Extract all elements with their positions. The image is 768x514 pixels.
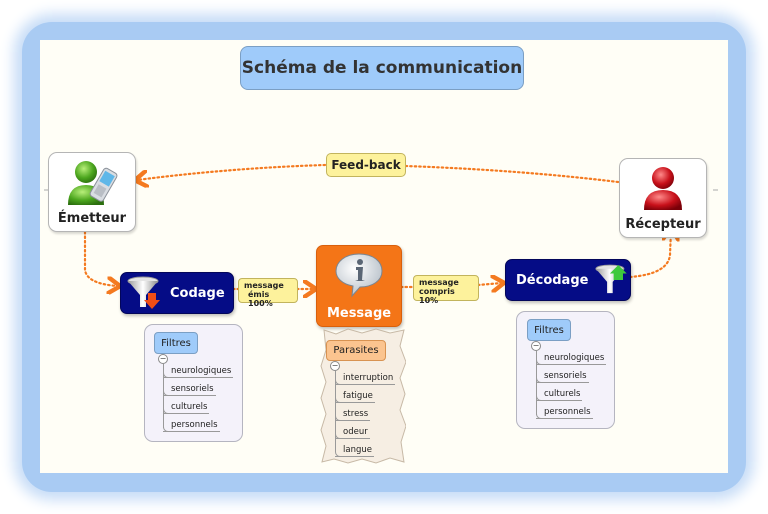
collapse-toggle-filters-left[interactable]: − <box>158 354 168 364</box>
parasites-item: stress <box>335 409 371 421</box>
decoding-node[interactable]: Décodage <box>505 259 631 301</box>
emitter-label: Émetteur <box>57 211 127 226</box>
note-sent-line2: émis 100% <box>248 290 273 308</box>
note-understood-line2: compris 10% <box>419 287 455 305</box>
parasites-item: odeur <box>335 427 370 439</box>
collapse-toggle-filters-right[interactable]: − <box>531 341 541 351</box>
note-understood-line1: message <box>419 278 459 287</box>
filters-right-title[interactable]: Filtres <box>527 319 571 341</box>
receiver-node[interactable]: Récepteur <box>619 158 707 238</box>
user-icon <box>644 167 682 210</box>
receiver-label: Récepteur <box>625 217 701 232</box>
filters-right-item: culturels <box>536 389 583 401</box>
branch-line <box>536 351 537 415</box>
filters-left-item: culturels <box>163 402 210 414</box>
funnel-up-icon <box>595 264 628 294</box>
emitter-node[interactable]: Émetteur <box>48 152 136 232</box>
filters-left-title[interactable]: Filtres <box>154 332 198 354</box>
parasites-item: interruption <box>335 373 396 385</box>
decoding-label: Décodage <box>516 272 589 288</box>
coding-label: Codage <box>170 285 225 301</box>
diagram-title: Schéma de la communication <box>240 46 524 90</box>
filters-left-item: sensoriels <box>163 384 216 396</box>
parasites-title[interactable]: Parasites <box>326 340 386 361</box>
message-node[interactable]: Message <box>316 245 402 327</box>
note-message-understood: message compris 10% <box>413 275 479 305</box>
funnel-down-icon <box>127 276 160 309</box>
user-phone-icon <box>68 161 118 205</box>
filters-right-item: sensoriels <box>536 371 589 383</box>
filters-left-item: neurologiques <box>163 366 234 378</box>
info-bubble-icon <box>335 253 383 298</box>
filters-right-item: neurologiques <box>536 353 607 365</box>
coding-node[interactable]: Codage <box>120 272 234 314</box>
branch-line <box>335 371 336 451</box>
parasites-panel <box>320 328 406 464</box>
filters-left-item: personnels <box>163 420 220 432</box>
branch-line <box>163 364 164 428</box>
feedback-node[interactable]: Feed-back <box>326 153 406 177</box>
parasites-item: fatigue <box>335 391 375 403</box>
note-message-sent: message émis 100% <box>238 278 298 308</box>
message-label: Message <box>326 306 392 321</box>
filters-right-item: personnels <box>536 407 593 419</box>
parasites-item: langue <box>335 445 374 457</box>
collapse-toggle-parasites[interactable]: − <box>330 361 340 371</box>
note-sent-line1: message <box>244 281 284 290</box>
